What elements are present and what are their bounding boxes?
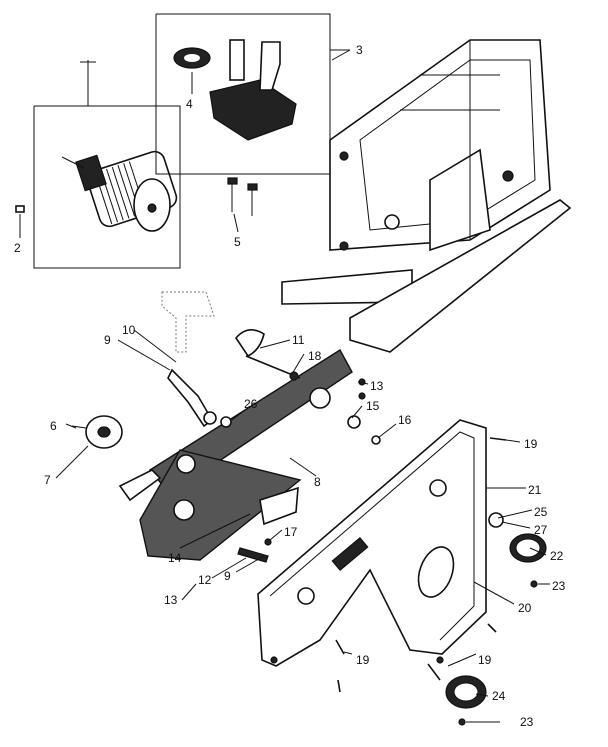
part-label-26: 26 — [244, 397, 258, 411]
part-label-22: 22 — [550, 549, 564, 563]
part-label-17: 17 — [284, 525, 298, 539]
part-label-24: 24 — [492, 689, 506, 703]
part-label-7: 7 — [44, 473, 51, 487]
leader-lines — [19, 49, 550, 723]
brush-clip — [15, 205, 25, 213]
part-label-12: 12 — [198, 573, 212, 587]
panel-screws — [335, 437, 507, 693]
part-label-13-right: 13 — [370, 379, 384, 393]
part-label-9-top: 9 — [104, 333, 111, 347]
part-label-25: 25 — [534, 505, 548, 519]
part-label-2: 2 — [14, 241, 21, 255]
part-label-18: 18 — [308, 349, 322, 363]
part-label-21: 21 — [528, 483, 542, 497]
screws — [227, 177, 258, 216]
small-parts — [118, 329, 381, 563]
part-label-16: 16 — [398, 413, 412, 427]
part-label-9-bottom: 9 — [224, 569, 231, 583]
part-label-6: 6 — [50, 419, 57, 433]
part-label-8: 8 — [314, 475, 321, 489]
part-label-19-top: 19 — [524, 437, 538, 451]
part-label-23-top: 23 — [552, 579, 566, 593]
machine-arm — [281, 39, 572, 353]
part-label-19-bottom: 19 — [478, 653, 492, 667]
bobbin-winder — [71, 415, 123, 449]
part-label-15: 15 — [366, 399, 380, 413]
part-label-4: 4 — [186, 97, 193, 111]
part-label-10: 10 — [122, 323, 136, 337]
part-label-23-bottom: 23 — [520, 715, 534, 729]
part-label-3: 3 — [356, 43, 363, 57]
part-label-20: 20 — [518, 601, 532, 615]
mounting-plate — [139, 349, 353, 561]
part-label-14: 14 — [168, 551, 182, 565]
part-label-27: 27 — [534, 523, 548, 537]
socket-inset — [155, 13, 350, 175]
part-label-11: 11 — [292, 333, 305, 347]
part-labels: 2 3 4 5 6 7 8 9 9 10 11 12 13 13 14 15 1… — [14, 43, 566, 729]
motor-inset — [15, 60, 181, 269]
bracket-outline — [161, 291, 215, 353]
motor — [61, 150, 178, 232]
part-label-19-left: 19 — [356, 653, 370, 667]
knobs — [445, 512, 547, 726]
part-label-5: 5 — [234, 235, 241, 249]
front-panel — [257, 419, 487, 667]
light-socket — [209, 39, 297, 141]
part-label-13-left: 13 — [164, 593, 178, 607]
